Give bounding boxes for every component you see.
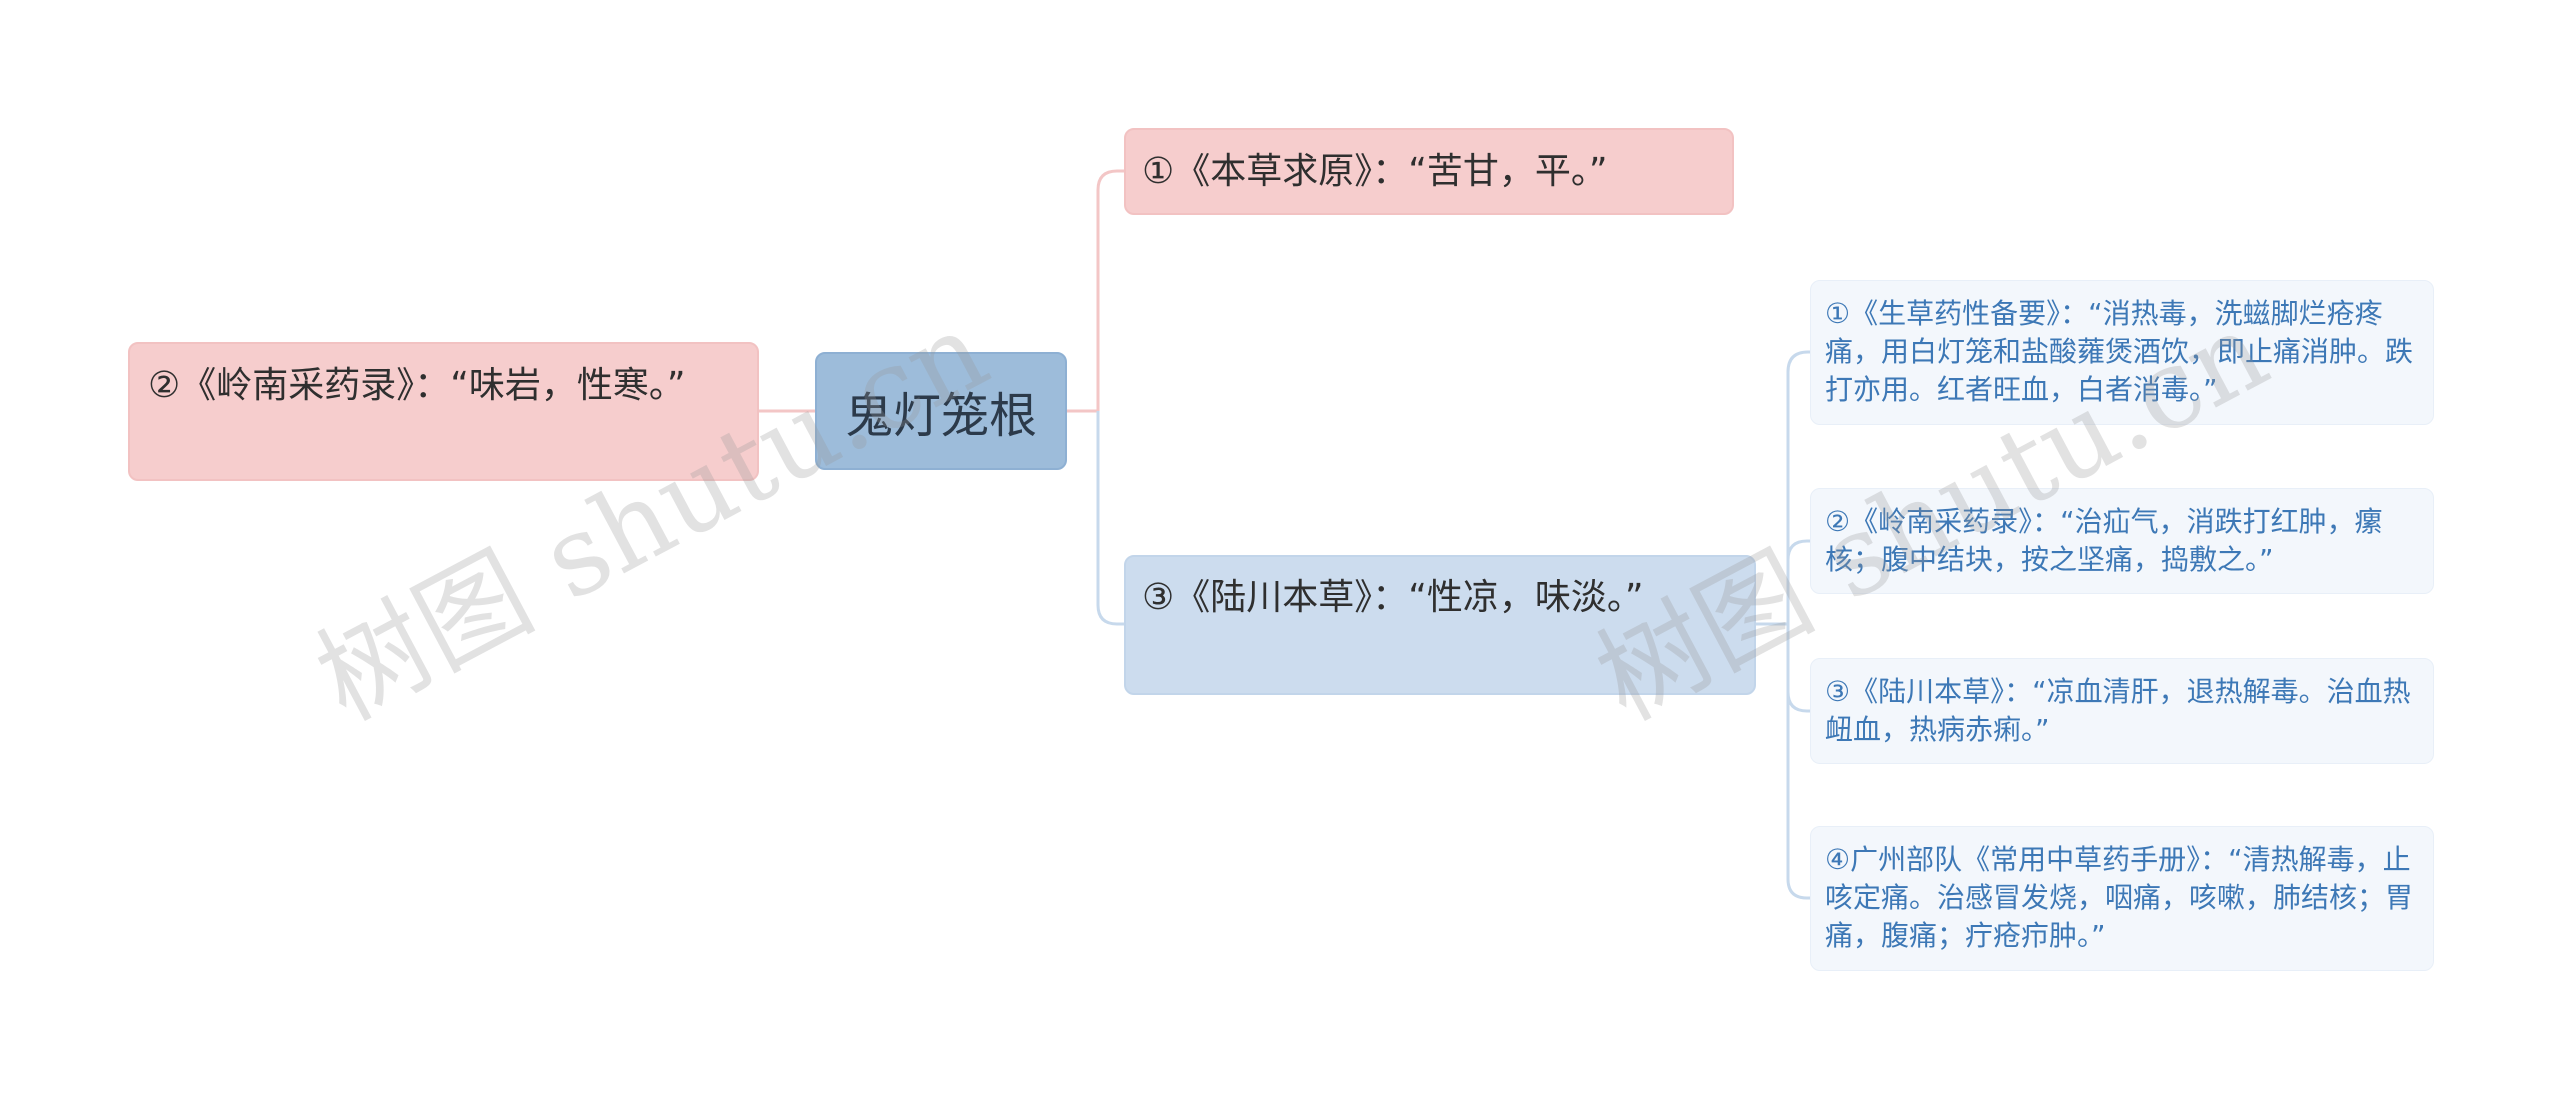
connector-leaf-2 xyxy=(1786,539,1810,561)
branch-label-bottom: ③《陆川本草》：“性凉，味淡。” xyxy=(1142,577,1644,618)
leaf-label-4: ④广州部队《常用中草药手册》：“清热解毒，止咳定痛。治感冒发烧，咽痛，咳嗽，肺结… xyxy=(1825,843,2414,952)
leaf-label-1: ①《生草药性备要》：“消热毒，洗螆脚烂疮疼痛，用白灯笼和盐酸蕹煲酒饮，即止痛消肿… xyxy=(1825,297,2414,406)
leaf-node-1[interactable]: ①《生草药性备要》：“消热毒，洗螆脚烂疮疼痛，用白灯笼和盐酸蕹煲酒饮，即止痛消肿… xyxy=(1810,280,2434,425)
leaf-label-3: ③《陆川本草》：“凉血清肝，退热解毒。治血热衄血，热病赤痢。” xyxy=(1825,675,2411,746)
branch-node-left[interactable]: ②《岭南采药录》：“味岩，性寒。” xyxy=(128,342,759,481)
connector-leaf-4 xyxy=(1786,692,1810,900)
connector-root-right-bottom xyxy=(1096,411,1124,626)
root-node[interactable]: 鬼灯笼根 xyxy=(815,352,1067,470)
branch-label-top: ①《本草求原》：“苦甘，平。” xyxy=(1142,151,1608,192)
root-label: 鬼灯笼根 xyxy=(844,388,1037,444)
connector-root-right-top xyxy=(1067,169,1124,413)
leaf-node-2[interactable]: ②《岭南采药录》：“治疝气，消跌打红肿，瘰核；腹中结块，按之坚痛，捣敷之。” xyxy=(1810,488,2434,594)
branch-node-top[interactable]: ①《本草求原》：“苦甘，平。” xyxy=(1124,128,1734,215)
connector-leaf-1 xyxy=(1786,350,1810,624)
branch-label-left: ②《岭南采药录》：“味岩，性寒。” xyxy=(148,365,686,406)
connector-leaf-3 xyxy=(1786,624,1810,713)
leaf-label-2: ②《岭南采药录》：“治疝气，消跌打红肿，瘰核；腹中结块，按之坚痛，捣敷之。” xyxy=(1825,505,2383,576)
leaf-node-4[interactable]: ④广州部队《常用中草药手册》：“清热解毒，止咳定痛。治感冒发烧，咽痛，咳嗽，肺结… xyxy=(1810,826,2434,971)
branch-node-bottom[interactable]: ③《陆川本草》：“性凉，味淡。” xyxy=(1124,555,1756,695)
leaf-node-3[interactable]: ③《陆川本草》：“凉血清肝，退热解毒。治血热衄血，热病赤痢。” xyxy=(1810,658,2434,764)
